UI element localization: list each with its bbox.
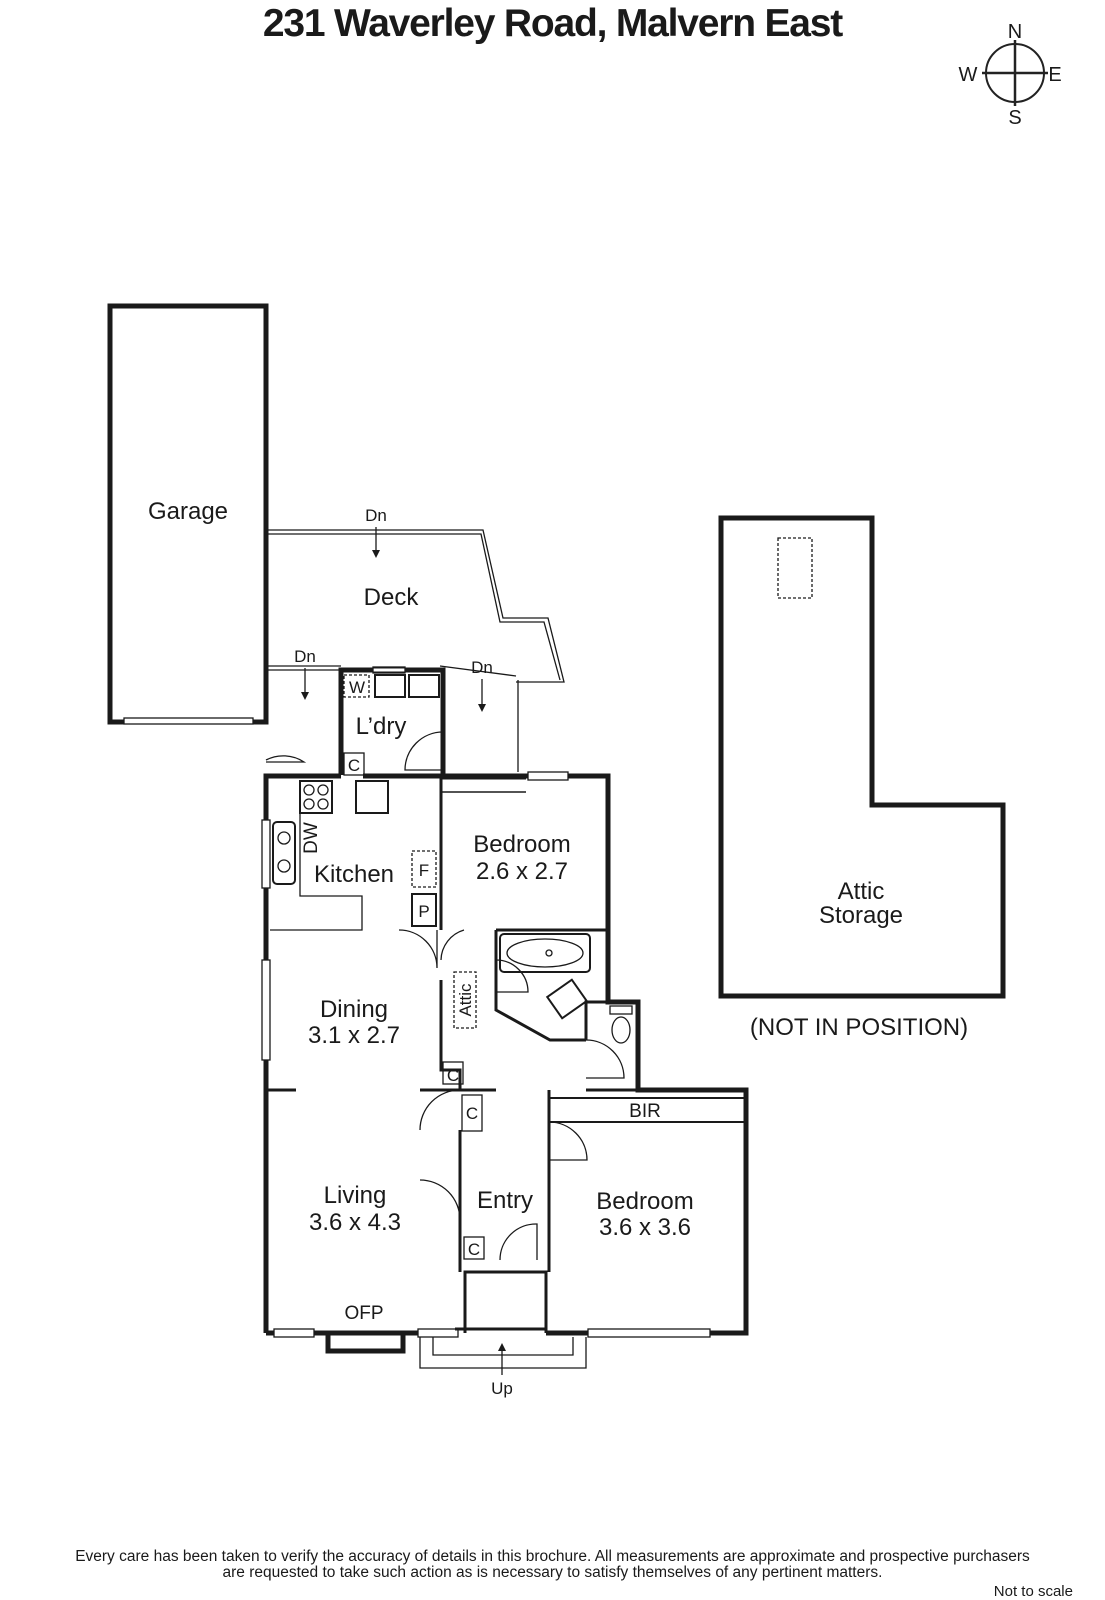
fireplace-label: OFP [344,1303,383,1324]
deck-stairs-down-label: Dn [365,506,387,525]
attic-storage-label-line1: Attic [838,878,885,905]
compass-north: N [1008,21,1022,43]
bedroom-2-label: Bedroom [596,1188,693,1215]
compass-east: E [1048,64,1061,86]
fireplace [325,1333,406,1354]
kitchen-fixtures [266,780,437,1092]
entry-steps [419,1327,587,1369]
bedroom-1-dimensions: 2.6 x 2.7 [476,858,568,885]
living-label: Living [324,1182,387,1209]
built-in-robe-label: BIR [629,1101,661,1122]
dining-label: Dining [320,996,388,1023]
page-title: 231 Waverley Road, Malvern East [262,2,843,45]
disclaimer: Every care has been taken to verify the … [0,1549,1105,1581]
washer-label: W [349,678,365,697]
attic-storage-label-line2: Storage [819,902,903,929]
entry-stairs-up-label: Up [491,1379,513,1398]
hall-cupboard-1-label: C [447,1066,459,1085]
door-swings [265,755,625,1261]
laundry-label: L’dry [356,713,407,740]
dishwasher-label: DW [301,822,322,854]
attic-storage-outline [718,515,1006,999]
disclaimer-line-1: Every care has been taken to verify the … [75,1548,1030,1565]
garage-outline [107,303,269,725]
side-stairs-down-label: Dn [294,647,316,666]
hall-cupboards [442,1061,485,1260]
dining-dimensions: 3.1 x 2.7 [308,1022,400,1049]
laundry-outline [338,666,446,776]
deck-outline [267,529,565,772]
fridge-label: F [419,861,429,880]
deck-label: Deck [364,584,420,611]
compass-south: S [1008,107,1021,129]
entry-cupboard-label: C [468,1240,480,1259]
scale-note: Not to scale [993,1583,1073,1600]
kitchen-label: Kitchen [314,861,394,888]
rear-stairs-down-label: Dn [471,658,493,677]
bedroom-1-label: Bedroom [473,831,570,858]
bathroom-fixtures [499,933,633,1044]
windows [261,771,711,1338]
hall-cupboard-2-label: C [466,1104,478,1123]
garage-label: Garage [148,498,228,525]
disclaimer-line-2: are requested to take such action as is … [222,1564,883,1581]
laundry-cupboard-label: C [348,756,360,775]
pantry-label: P [418,902,429,921]
attic-hatch [453,971,477,1029]
compass-west: W [959,64,978,86]
interior-walls [420,776,746,1272]
entry-label: Entry [477,1187,533,1214]
bedroom-2-dimensions: 3.6 x 3.6 [599,1214,691,1241]
compass-icon [982,40,1048,106]
living-dimensions: 3.6 x 4.3 [309,1209,401,1236]
attic-hatch-label: Attic [456,983,475,1017]
not-in-position-note: (NOT IN POSITION) [750,1014,968,1041]
